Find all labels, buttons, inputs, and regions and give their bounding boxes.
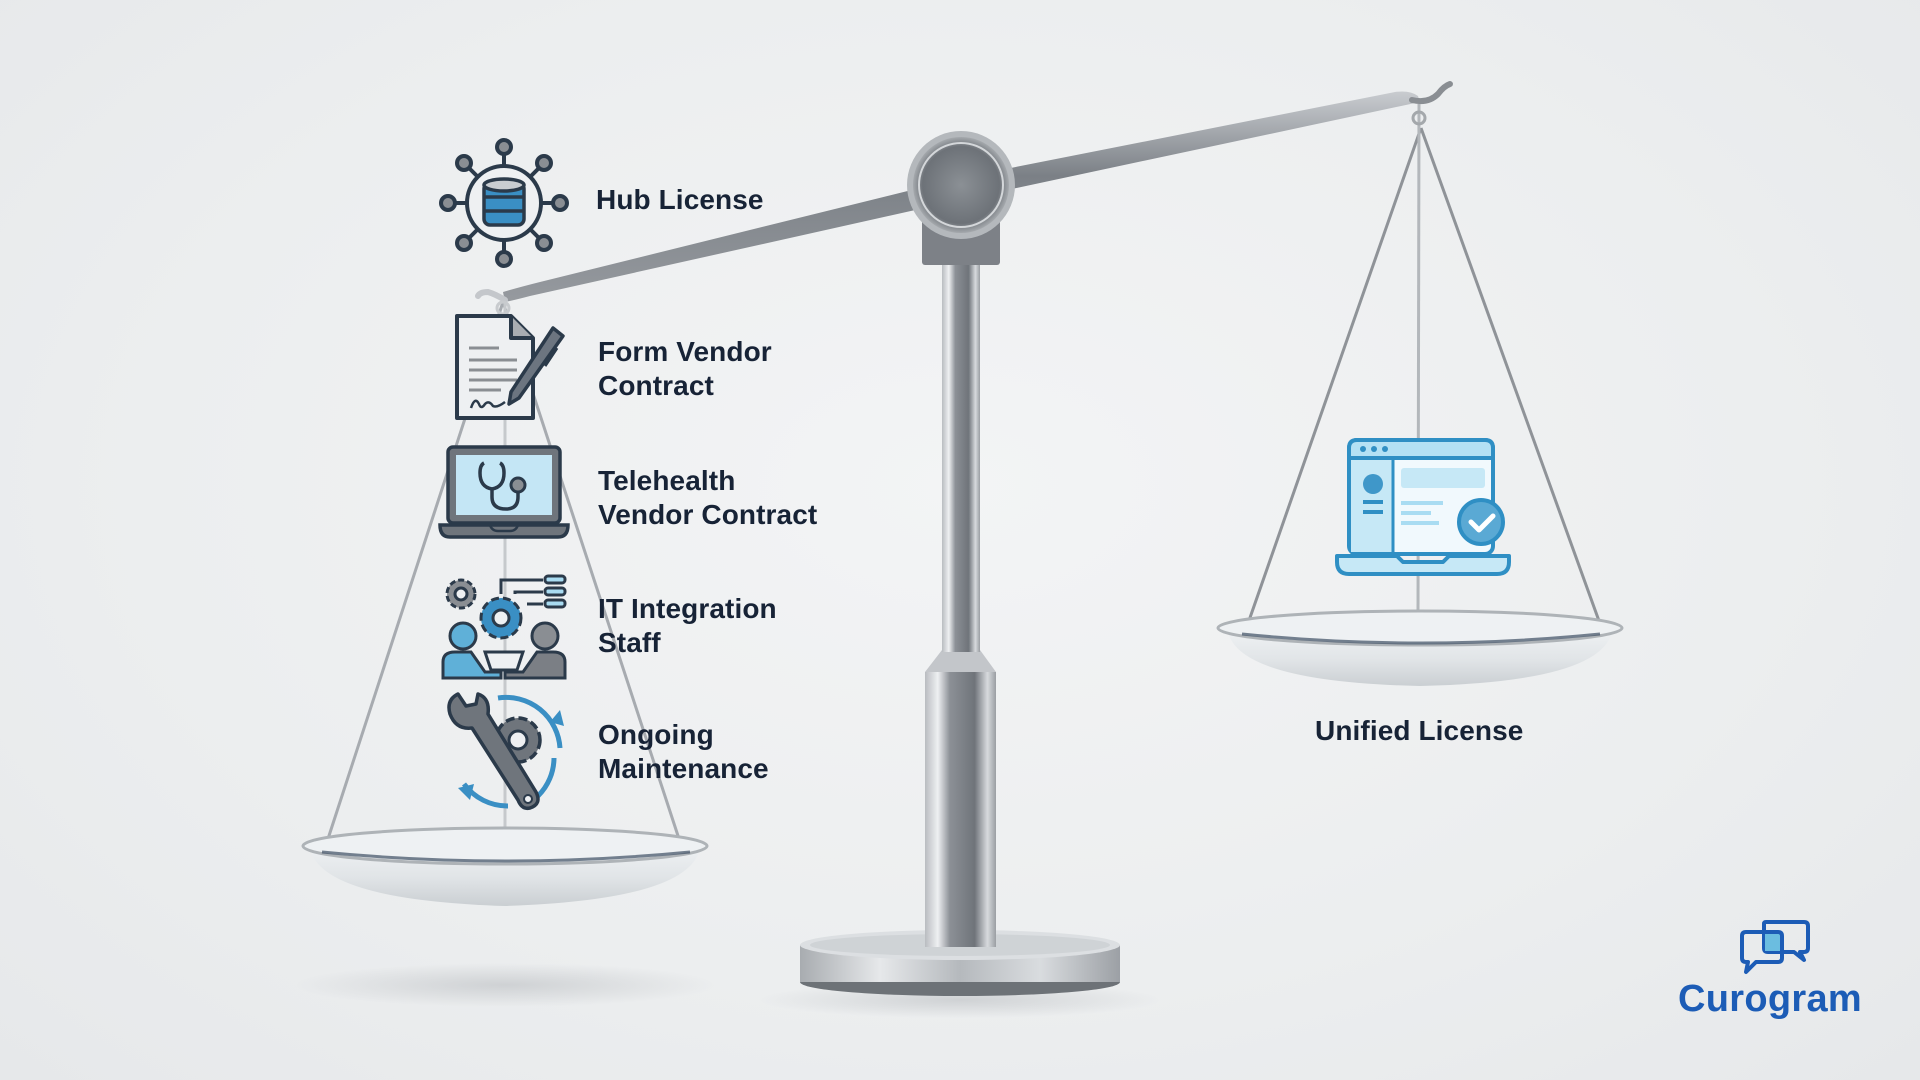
hub-database-network-icon [439, 138, 569, 268]
left-pan-shadow [295, 963, 715, 1007]
scale-pivot [907, 131, 1015, 265]
contract-signing-icon [455, 314, 565, 420]
chat-bubbles-logo-icon [1740, 920, 1810, 974]
brand-logo: Curogram [1672, 918, 1872, 1028]
item-label-hub-license: Hub License [596, 184, 764, 215]
it-integration-staff-icon [441, 574, 567, 680]
item-label-telehealth-vendor-contract: Telehealth Vendor Contract [598, 465, 818, 530]
left-pan [301, 826, 709, 906]
brand-name: Curogram [1678, 978, 1862, 1020]
scale-column [925, 262, 996, 947]
right-pan [1216, 609, 1624, 686]
item-label-form-vendor-contract: Form Vendor Contract [598, 336, 772, 401]
right-pan-label-unified-license: Unified License [1315, 715, 1524, 746]
wrench-gear-cycle-icon [447, 692, 564, 811]
item-label-it-integration-staff: IT Integration Staff [598, 593, 777, 658]
telehealth-laptop-stethoscope-icon [438, 445, 570, 539]
unified-platform-laptop-check-icon [1335, 438, 1511, 576]
item-label-ongoing-maintenance: Ongoing Maintenance [598, 719, 769, 784]
